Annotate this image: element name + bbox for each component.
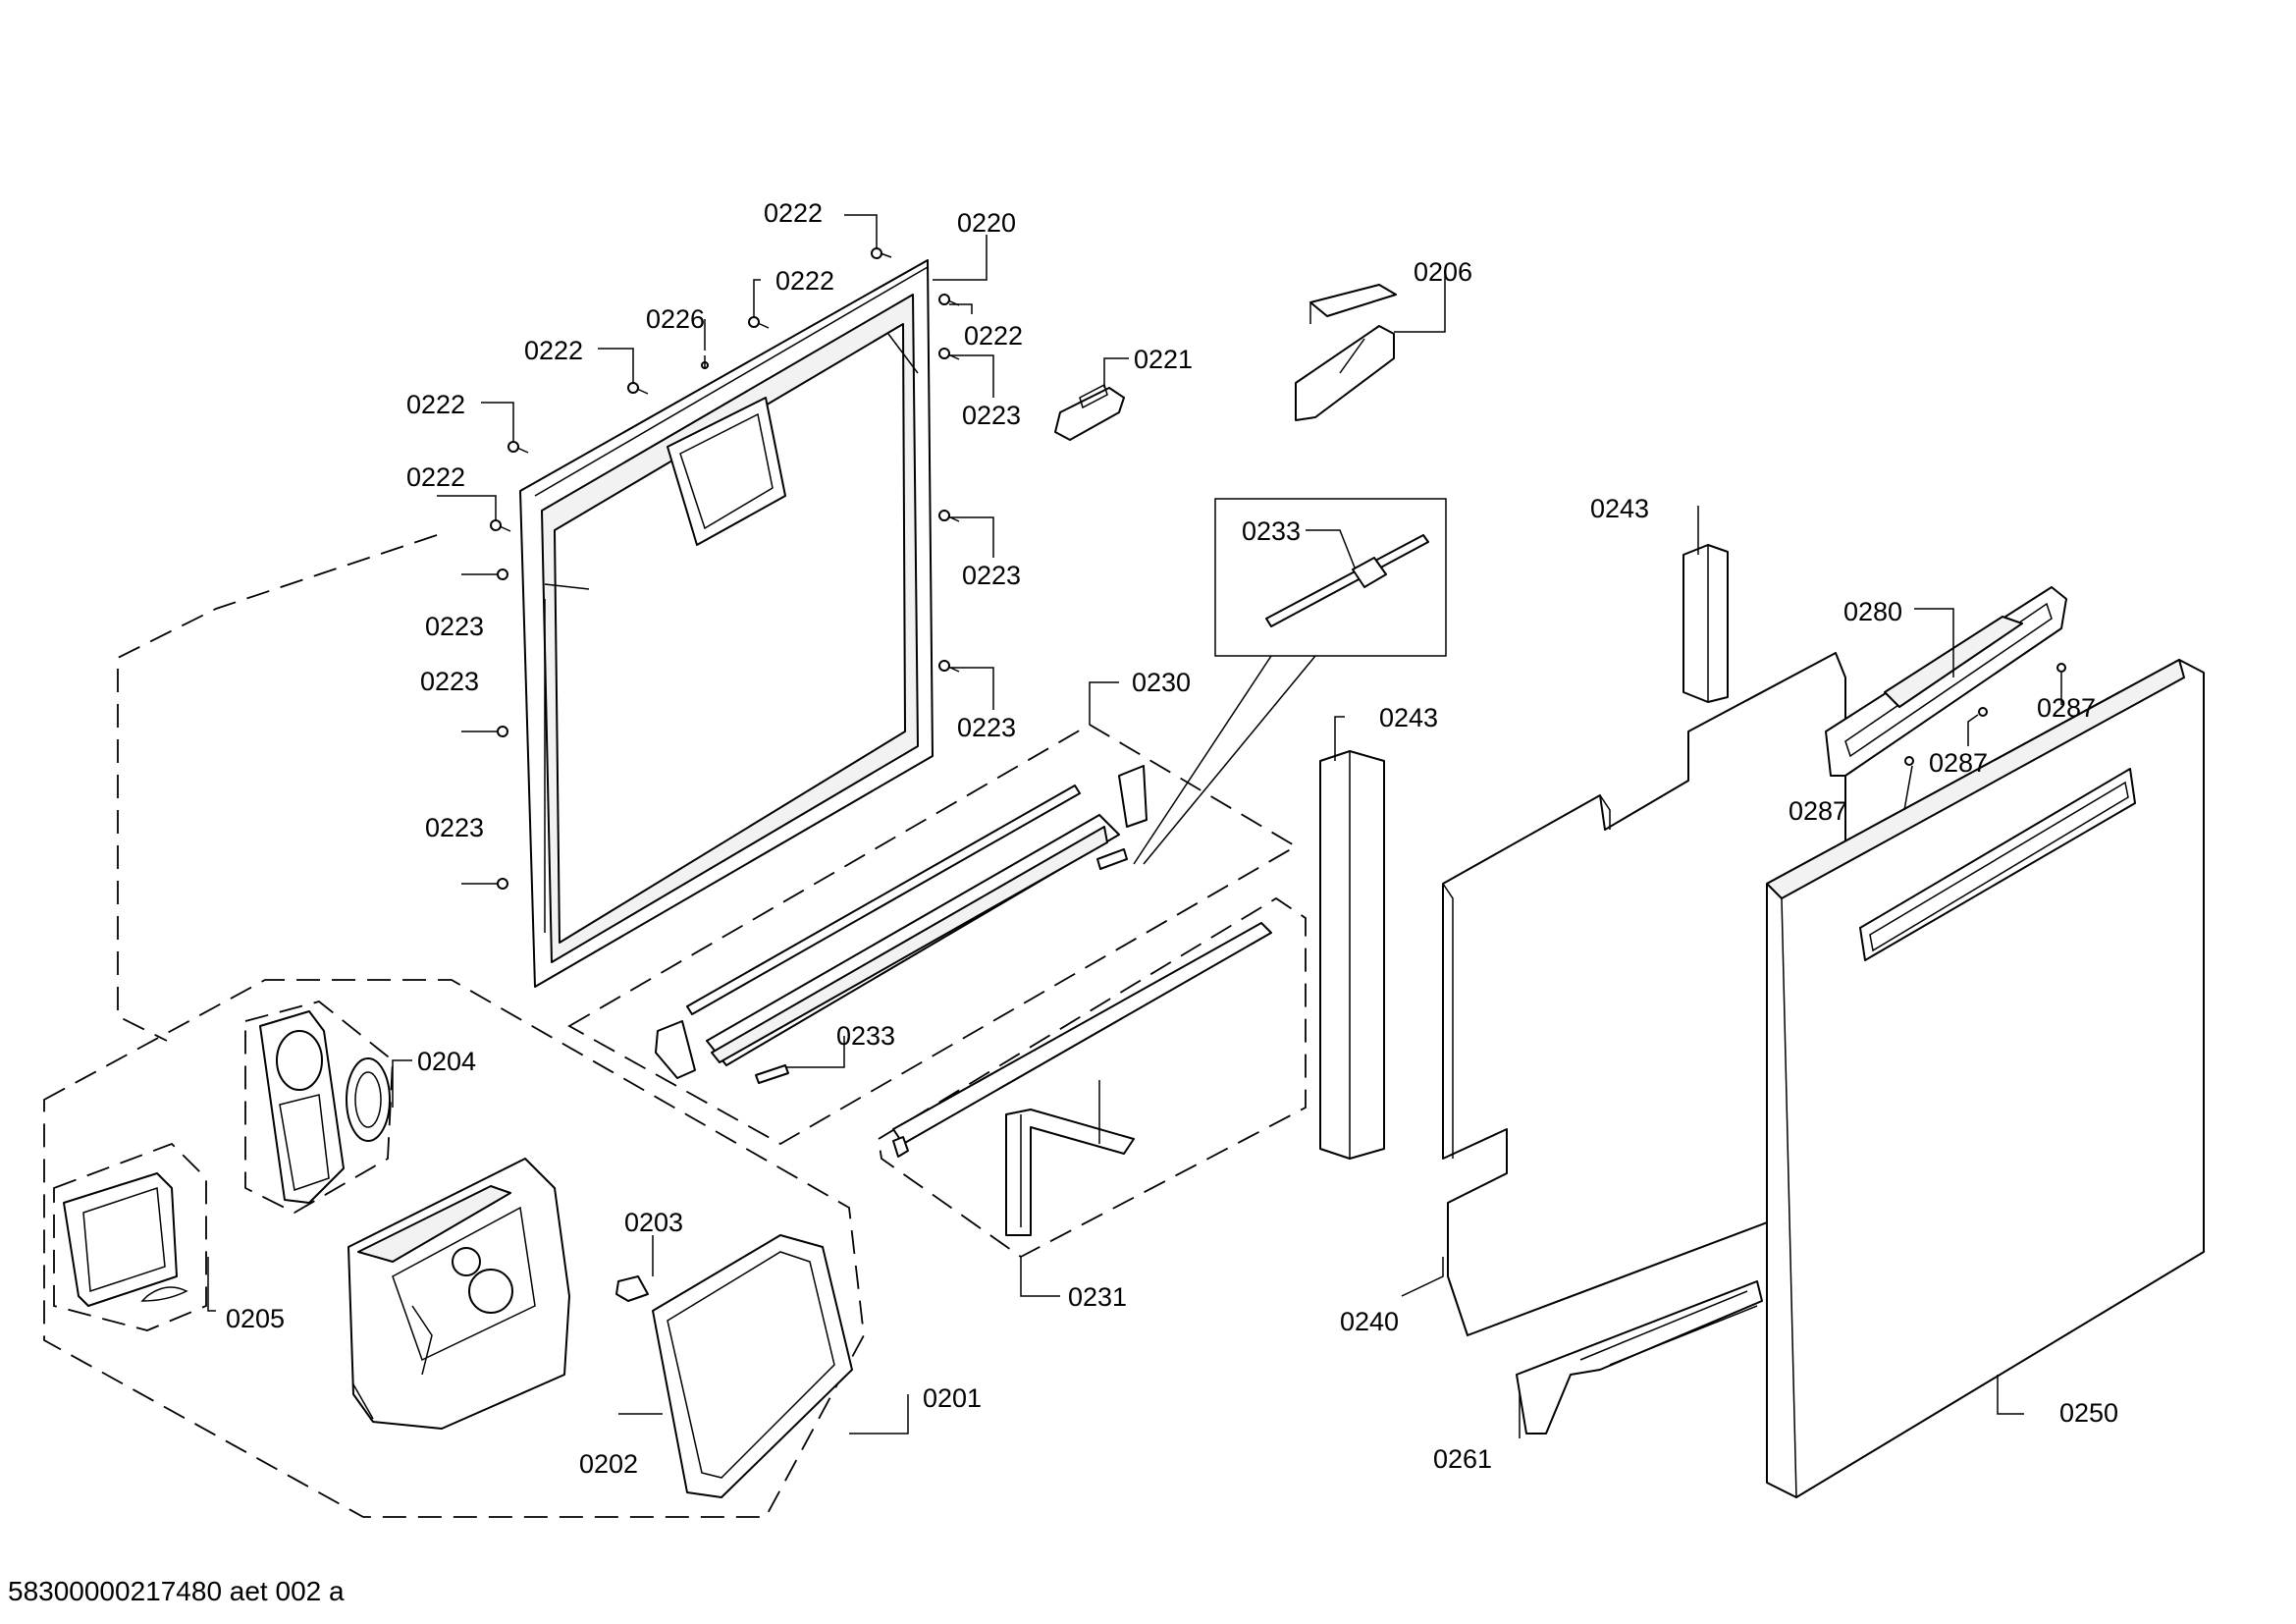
- label-0223: 0223: [962, 561, 1021, 590]
- detail-0233: [1265, 534, 1429, 627]
- screw-icon: [497, 878, 508, 890]
- screw-icon: [701, 355, 709, 369]
- screw-icon: [938, 348, 960, 360]
- panel-0205: [63, 1172, 188, 1307]
- clip-0203: [615, 1275, 649, 1302]
- label-0204: 0204: [417, 1047, 476, 1076]
- part-labels: 0222 0220 0222 0226 0222 0222 0222 0222 …: [226, 198, 2118, 1479]
- label-0202: 0202: [579, 1449, 638, 1479]
- group-outlines: [43, 498, 1447, 1518]
- label-0223: 0223: [425, 612, 484, 641]
- label-0223: 0223: [425, 813, 484, 842]
- trim-strip-0243: [1319, 544, 1729, 1160]
- label-0240: 0240: [1340, 1307, 1399, 1336]
- label-0287: 0287: [2037, 693, 2096, 723]
- label-0222: 0222: [524, 336, 583, 365]
- label-0226: 0226: [646, 304, 705, 334]
- dispenser-unit: [347, 1158, 570, 1430]
- frame-0204: [259, 1010, 391, 1204]
- label-0250: 0250: [2059, 1398, 2118, 1428]
- leader-lines: [207, 214, 2062, 1438]
- bracket-0206: [1295, 284, 1397, 421]
- label-0223: 0223: [962, 401, 1021, 430]
- label-0201: 0201: [923, 1383, 982, 1413]
- screw-icon: [748, 316, 770, 329]
- label-0222: 0222: [406, 390, 465, 419]
- screw-icon: [497, 568, 508, 580]
- label-0287: 0287: [1929, 748, 1988, 778]
- label-0203: 0203: [624, 1208, 683, 1237]
- detail-box-0233: [1214, 498, 1447, 657]
- seal-0202: [652, 1234, 853, 1498]
- label-0280: 0280: [1843, 597, 1902, 626]
- label-0233: 0233: [1242, 516, 1301, 546]
- drawing-reference-code: 58300000217480 aet 002 a: [8, 1576, 345, 1606]
- label-0223: 0223: [957, 713, 1016, 742]
- label-0287: 0287: [1789, 796, 1847, 826]
- screw-icon: [497, 726, 508, 737]
- screw-icon: [490, 519, 511, 532]
- label-0233: 0233: [836, 1021, 895, 1051]
- inner-door-frame: [519, 259, 934, 988]
- screw-icon: [938, 660, 960, 673]
- rail-assembly-0230: [655, 765, 1148, 1084]
- label-0222: 0222: [406, 462, 465, 492]
- label-0231: 0231: [1068, 1282, 1127, 1312]
- outer-door-panel-0250: [1766, 659, 2205, 1498]
- screw-icon: [627, 382, 649, 395]
- label-0222: 0222: [775, 266, 834, 296]
- label-0243: 0243: [1379, 703, 1438, 732]
- label-0261: 0261: [1433, 1444, 1492, 1474]
- screw-icon: [938, 510, 960, 522]
- hinge-bracket: [1054, 383, 1125, 441]
- label-0230: 0230: [1132, 668, 1191, 697]
- screw-icon: [871, 247, 892, 259]
- label-0222: 0222: [964, 321, 1023, 351]
- label-0220: 0220: [957, 208, 1016, 238]
- label-0206: 0206: [1414, 257, 1472, 287]
- rail-assembly-0231: [892, 922, 1272, 1236]
- screw-icon: [507, 441, 529, 454]
- label-0222: 0222: [764, 198, 823, 228]
- label-0205: 0205: [226, 1304, 285, 1333]
- label-0243: 0243: [1590, 494, 1649, 523]
- screws: [490, 247, 960, 890]
- label-0221: 0221: [1134, 345, 1193, 374]
- bracket-0261: [1516, 1280, 1763, 1435]
- label-0223: 0223: [420, 667, 479, 696]
